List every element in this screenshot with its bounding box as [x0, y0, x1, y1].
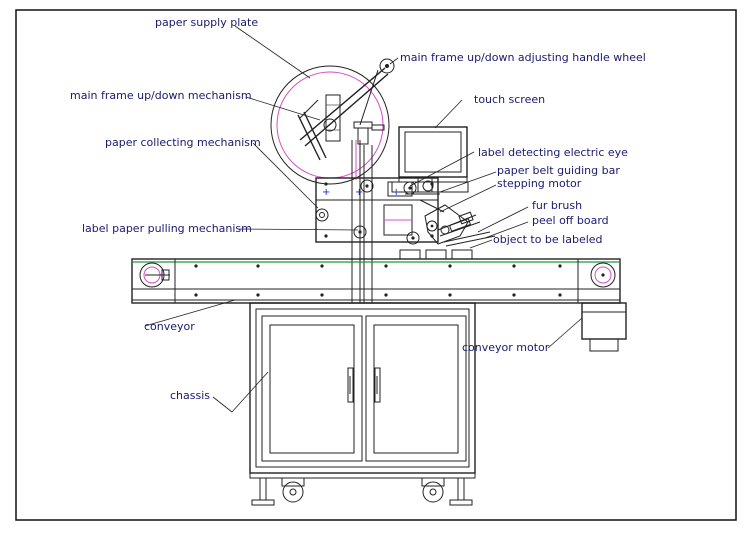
label-conveyor: conveyor — [144, 320, 195, 333]
objects-to-be-labeled — [399, 249, 473, 260]
rollers — [315, 179, 450, 245]
handle-wheel — [299, 58, 395, 147]
peel-off-assembly — [424, 204, 496, 247]
leader-lines — [144, 25, 583, 413]
chassis-feet — [251, 477, 473, 506]
label-chassis: chassis — [170, 389, 210, 402]
touch-screen — [391, 126, 469, 193]
label-texts: paper supply plate main frame up/down ad… — [70, 16, 646, 402]
label-peel-off-board: peel off board — [532, 214, 609, 227]
conveyor — [131, 258, 621, 304]
label-touch-screen: touch screen — [474, 93, 545, 106]
outer-frame — [15, 9, 737, 521]
label-conveyor-motor: conveyor motor — [462, 341, 550, 354]
svg-text:+: + — [322, 187, 330, 198]
label-belt-guiding-bar: paper belt guiding bar — [497, 164, 620, 177]
label-handle-wheel: main frame up/down adjusting handle whee… — [400, 51, 646, 64]
svg-text:+: + — [392, 187, 400, 198]
svg-text:+: + — [355, 187, 363, 198]
label-paper-collecting: paper collecting mechanism — [105, 136, 261, 149]
conveyor-motor — [581, 302, 627, 352]
chassis — [249, 302, 476, 479]
label-fur-brush: fur brush — [532, 199, 582, 212]
label-object-to-label: object to be labeled — [493, 233, 603, 246]
label-stepping-motor: stepping motor — [497, 177, 582, 190]
label-electric-eye: label detecting electric eye — [478, 146, 628, 159]
labeling-head: + + + — [315, 177, 439, 243]
main-frame-columns — [351, 140, 373, 303]
label-paper-supply-plate: paper supply plate — [155, 16, 258, 29]
label-updown-mechanism: main frame up/down mechanism — [70, 89, 252, 102]
label-pulling-mechanism: label paper pulling mechanism — [82, 222, 252, 235]
